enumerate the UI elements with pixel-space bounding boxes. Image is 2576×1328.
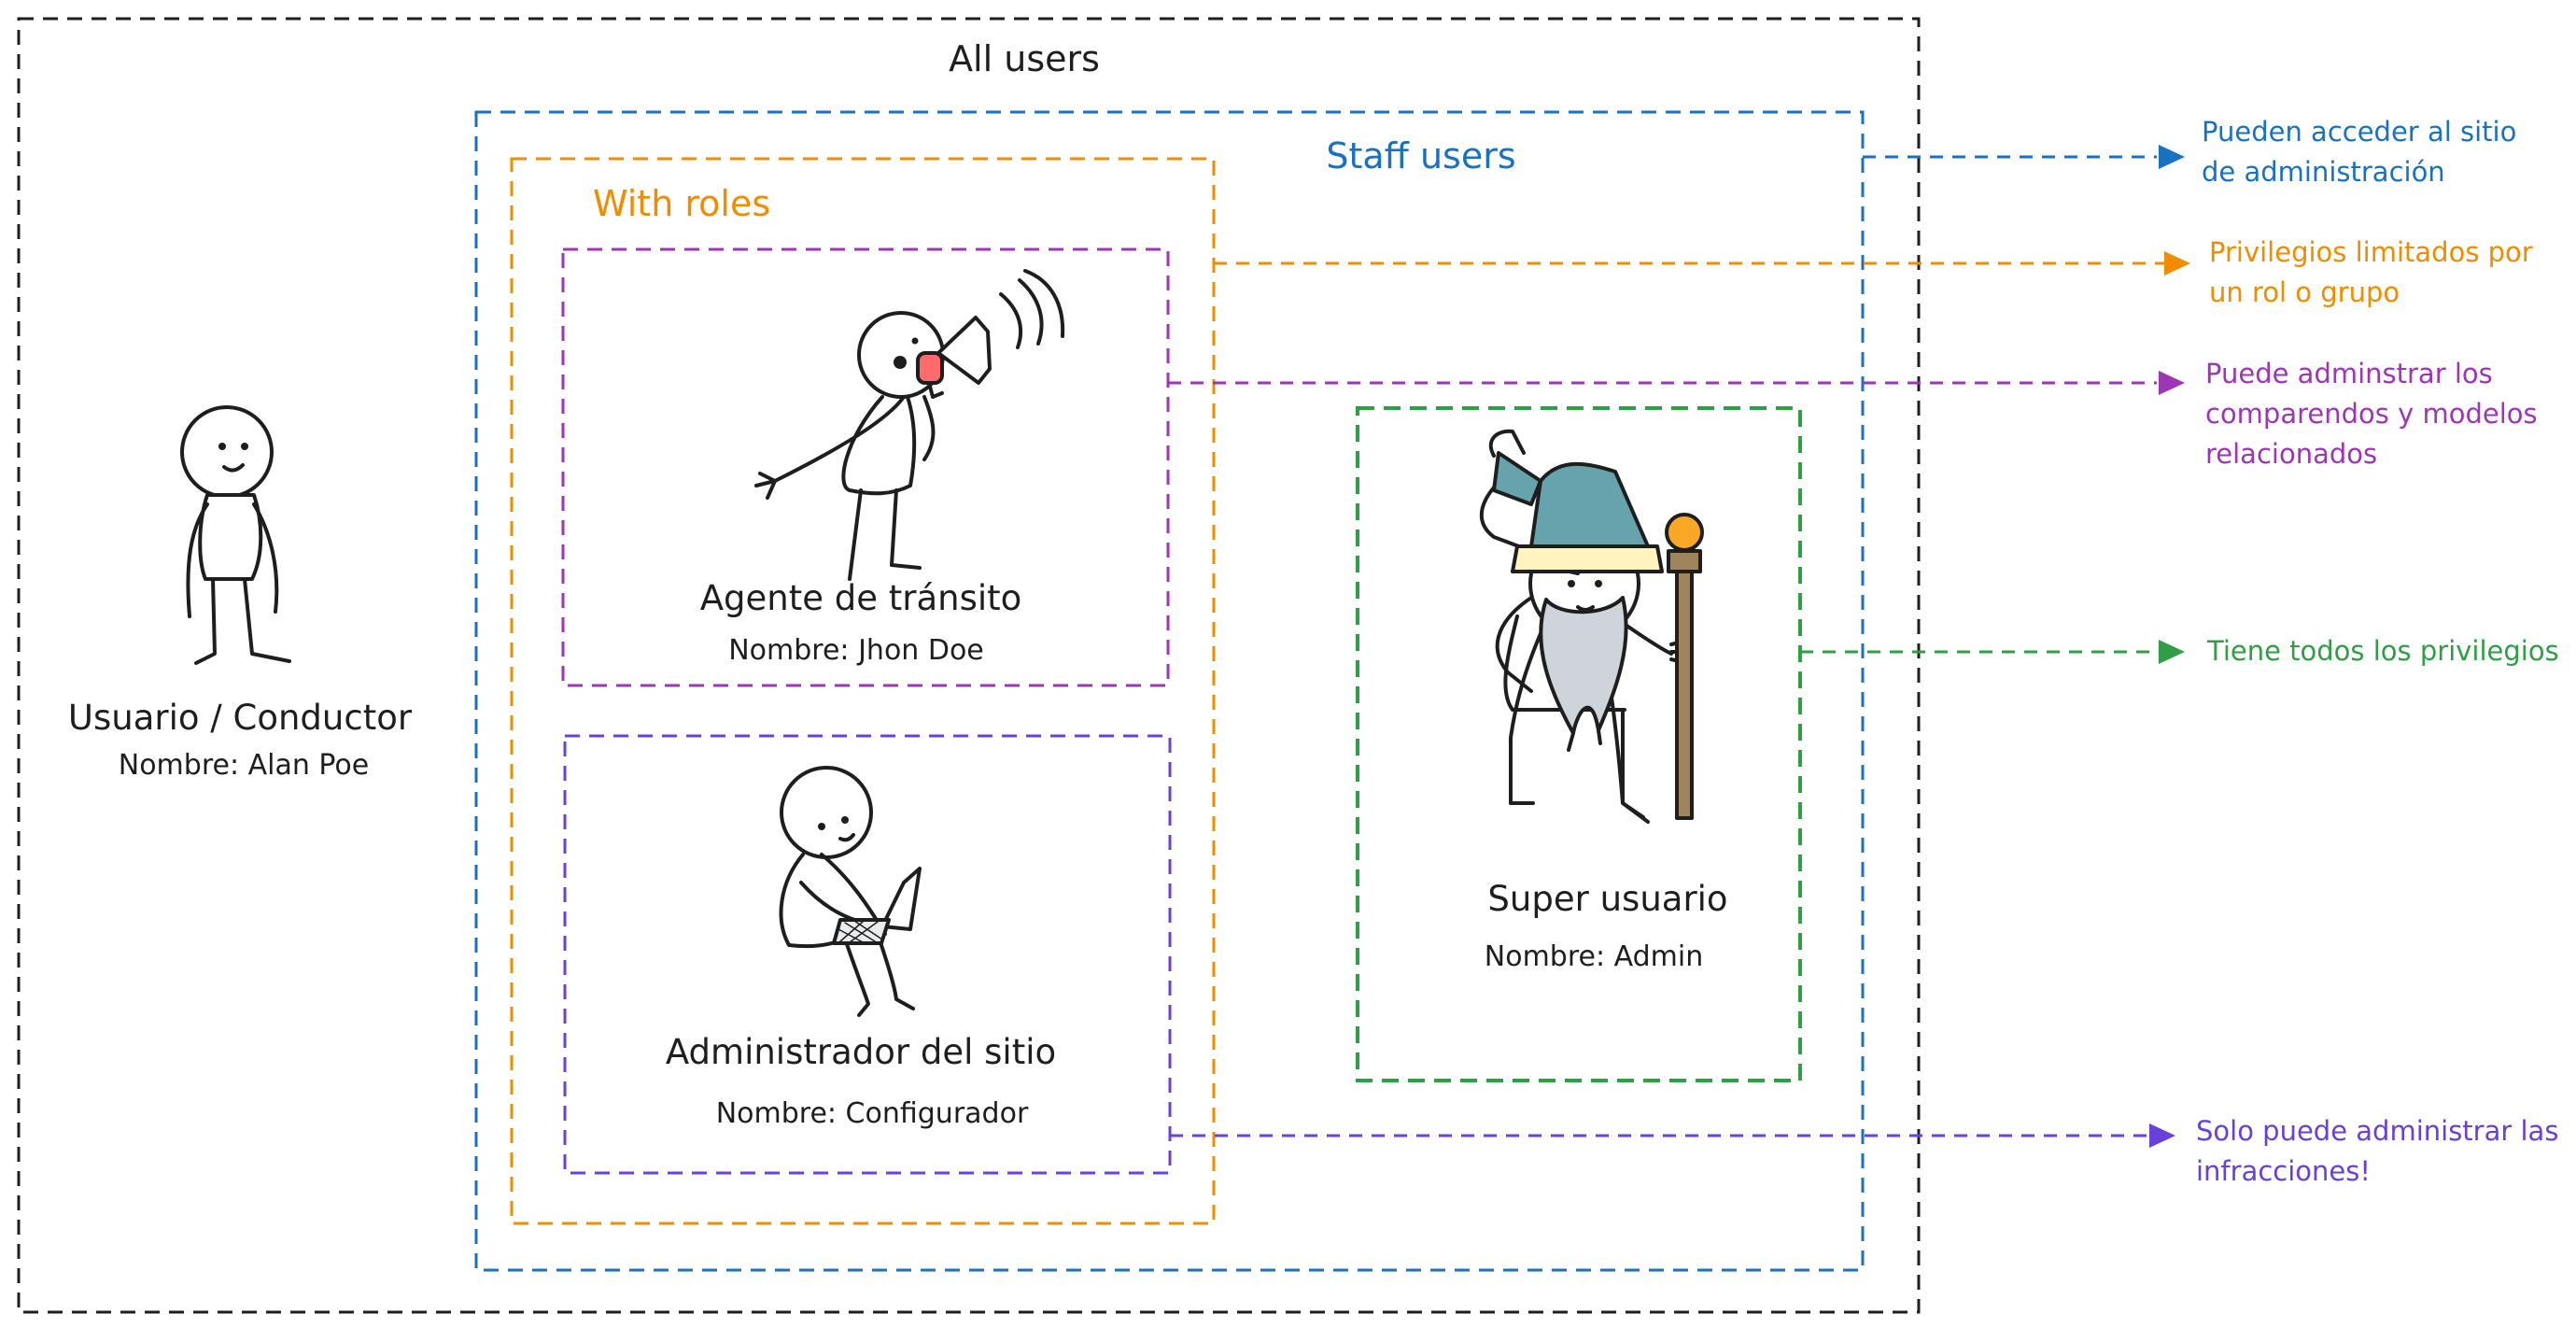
wizard-icon: [1479, 429, 1694, 824]
admin-connector: [1170, 1123, 2175, 1148]
site-admin-title: Administrador del sitio: [665, 1032, 1057, 1072]
superuser-box: [1356, 406, 1802, 1082]
superuser-title: Super usuario: [1487, 879, 1728, 919]
site-admin-box: [563, 734, 1172, 1175]
with-roles-title: With roles: [593, 183, 771, 224]
agent-title: Agente de tránsito: [699, 578, 1022, 618]
driver-name: Nombre: Alan Poe: [118, 749, 370, 782]
staff-note: Pueden acceder al sitio de administració…: [2202, 116, 2517, 188]
all-users-title: All users: [949, 38, 1100, 79]
agent-note: Puede adminstrar los comparendos y model…: [2205, 358, 2538, 470]
with-roles-box: [510, 157, 1216, 1225]
stick-figure-icon: [180, 405, 291, 665]
agent-name: Nombre: Jhon Doe: [728, 634, 984, 667]
roles-connector: [1214, 251, 2190, 275]
all-users-box: [17, 17, 1921, 1314]
superuser-name: Nombre: Admin: [1484, 940, 1704, 973]
admin-note: Solo puede administrar las infracciones!: [2196, 1115, 2559, 1187]
agent-connector: [1168, 371, 2185, 395]
staff-users-box: [474, 110, 1865, 1272]
super-note: Tiene todos los privilegios: [2207, 635, 2559, 667]
super-connector: [1800, 640, 2185, 664]
staff-icon: [1665, 513, 1704, 820]
site-admin-name: Nombre: Configurador: [715, 1097, 1029, 1130]
agent-box: [561, 247, 1170, 687]
roles-note: Privilegios limitados por un rol o grupo: [2209, 236, 2533, 308]
staff-users-title: Staff users: [1326, 135, 1516, 177]
megaphone-icon: [754, 269, 1065, 581]
driver-title: Usuario / Conductor: [67, 698, 413, 738]
staff-connector: [1863, 145, 2185, 169]
laptop-icon: [779, 766, 922, 1017]
